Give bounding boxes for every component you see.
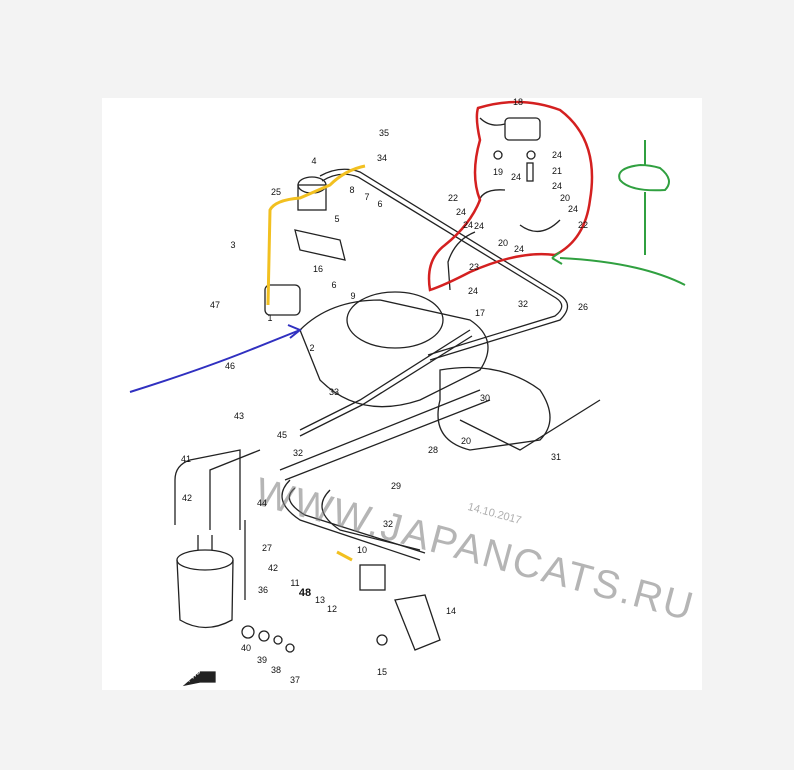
part-number-label: 30 xyxy=(479,393,491,403)
part-number-label: 9 xyxy=(350,291,356,301)
part-number-label: 39 xyxy=(256,655,268,665)
part-number-label: 12 xyxy=(326,604,338,614)
part-number-label: 10 xyxy=(356,545,368,555)
canister-18 xyxy=(504,117,541,141)
throttle-body xyxy=(346,291,444,349)
part-number-label: 28 xyxy=(427,445,439,455)
part-number-label: 20 xyxy=(559,193,571,203)
part-number-label: 35 xyxy=(378,128,390,138)
part-number-label: 42 xyxy=(267,563,279,573)
part-number-label: 24 xyxy=(567,204,579,214)
part-number-label: 4 xyxy=(311,156,317,166)
part-number-label: 48 xyxy=(298,587,312,599)
part-number-label: 26 xyxy=(577,302,589,312)
part-number-label: 18 xyxy=(512,97,524,107)
part-number-label: 23 xyxy=(468,262,480,272)
part-number-label: 6 xyxy=(377,199,383,209)
valve-1 xyxy=(264,284,301,316)
part-number-label: 34 xyxy=(376,153,388,163)
green-annotation xyxy=(618,140,670,255)
part-number-label: 5 xyxy=(334,214,340,224)
fuel-filter-36 xyxy=(176,549,234,571)
part-number-label: 31 xyxy=(550,452,562,462)
part-number-label: 40 xyxy=(240,643,252,653)
part-number-label: 19 xyxy=(492,167,504,177)
part-number-label: 44 xyxy=(256,498,268,508)
part-number-label: 27 xyxy=(261,543,273,553)
part-number-label: 24 xyxy=(551,150,563,160)
yellow-highlight-line xyxy=(266,164,366,306)
pipe-26 xyxy=(319,168,569,361)
fwd-arrow-icon xyxy=(182,671,216,687)
part-number-label: 41 xyxy=(180,454,192,464)
part-number-label: 25 xyxy=(270,187,282,197)
part-number-label: 1 xyxy=(267,313,273,323)
part-number-label: 20 xyxy=(497,238,509,248)
green-arrow xyxy=(551,251,686,286)
part-number-label: 32 xyxy=(382,519,394,529)
part-number-label: 6 xyxy=(331,280,337,290)
part-number-label: 14 xyxy=(445,606,457,616)
part-number-label: 15 xyxy=(376,667,388,677)
blue-arrow-line xyxy=(129,329,301,393)
part-number-label: 37 xyxy=(289,675,301,685)
part-number-label: 36 xyxy=(257,585,269,595)
part-number-label: 32 xyxy=(517,299,529,309)
part-number-label: 24 xyxy=(455,207,467,217)
part-number-label: 7 xyxy=(364,192,370,202)
part-number-label: 13 xyxy=(314,595,326,605)
part-number-label: 42 xyxy=(181,493,193,503)
part-number-label: 16 xyxy=(312,264,324,274)
part-number-label: 21 xyxy=(551,166,563,176)
part-number-label: 24 xyxy=(510,172,522,182)
part-number-label: 38 xyxy=(270,665,282,675)
part-number-label: 24 xyxy=(513,244,525,254)
part-number-label: 20 xyxy=(460,436,472,446)
part-number-label: 8 xyxy=(349,185,355,195)
part-number-label: 22 xyxy=(447,193,459,203)
part-number-label: 46 xyxy=(224,361,236,371)
part-number-label: 47 xyxy=(209,300,221,310)
part-number-label: 24 xyxy=(467,286,479,296)
diagram-drawing xyxy=(129,100,686,687)
part-number-label: 3 xyxy=(230,240,236,250)
part-number-label: 24 xyxy=(551,181,563,191)
part-number-label: 43 xyxy=(233,411,245,421)
part-number-label: 11 xyxy=(290,578,300,588)
part-number-label: 22 xyxy=(577,220,589,230)
part-number-label: 17 xyxy=(474,308,486,318)
part-number-label: 2 xyxy=(309,343,315,353)
part-number-label: 24 xyxy=(473,221,485,231)
part-number-label: 29 xyxy=(390,481,402,491)
part-number-label: 24 xyxy=(462,220,474,230)
part-number-label: 33 xyxy=(328,387,340,397)
red-highlight-circle xyxy=(427,100,594,292)
part-number-label: 32 xyxy=(292,448,304,458)
part-number-label: 45 xyxy=(276,430,288,440)
